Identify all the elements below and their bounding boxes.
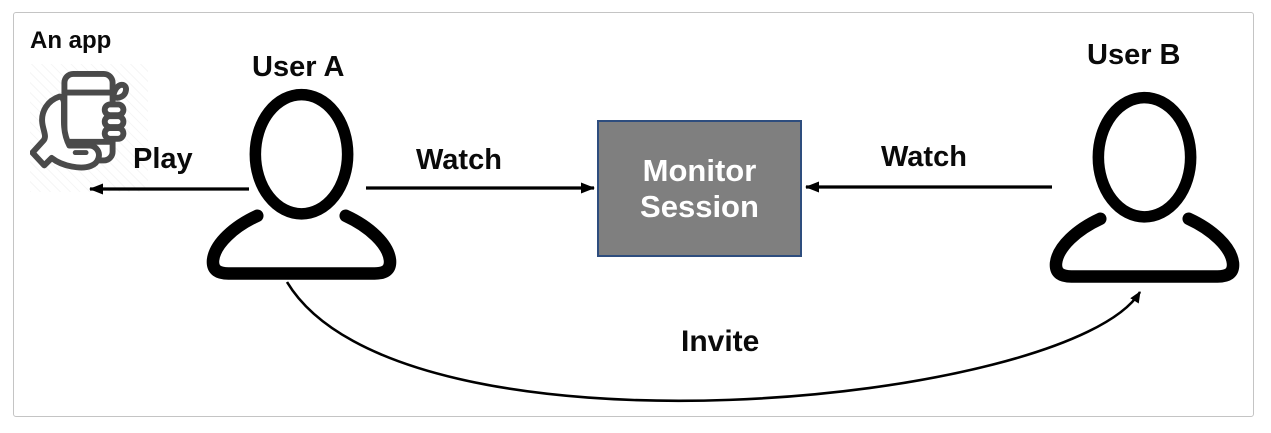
user-a-label: User A bbox=[252, 51, 345, 83]
monitor-session-label-line1: Monitor bbox=[642, 152, 757, 188]
hand-holding-phone-icon bbox=[29, 64, 148, 192]
watch-a-edge-label: Watch bbox=[416, 144, 502, 176]
play-edge-label: Play bbox=[133, 143, 193, 175]
user-b-icon bbox=[1049, 91, 1240, 283]
monitor-session-label-line2: Session bbox=[640, 188, 759, 224]
invite-edge-label: Invite bbox=[681, 325, 760, 358]
watch-b-edge-label: Watch bbox=[881, 141, 967, 173]
app-label: An app bbox=[30, 27, 112, 54]
user-a-icon bbox=[206, 88, 397, 280]
monitor-session-box: Monitor Session bbox=[597, 120, 802, 257]
user-b-label: User B bbox=[1087, 39, 1181, 71]
slide-frame bbox=[13, 12, 1254, 417]
